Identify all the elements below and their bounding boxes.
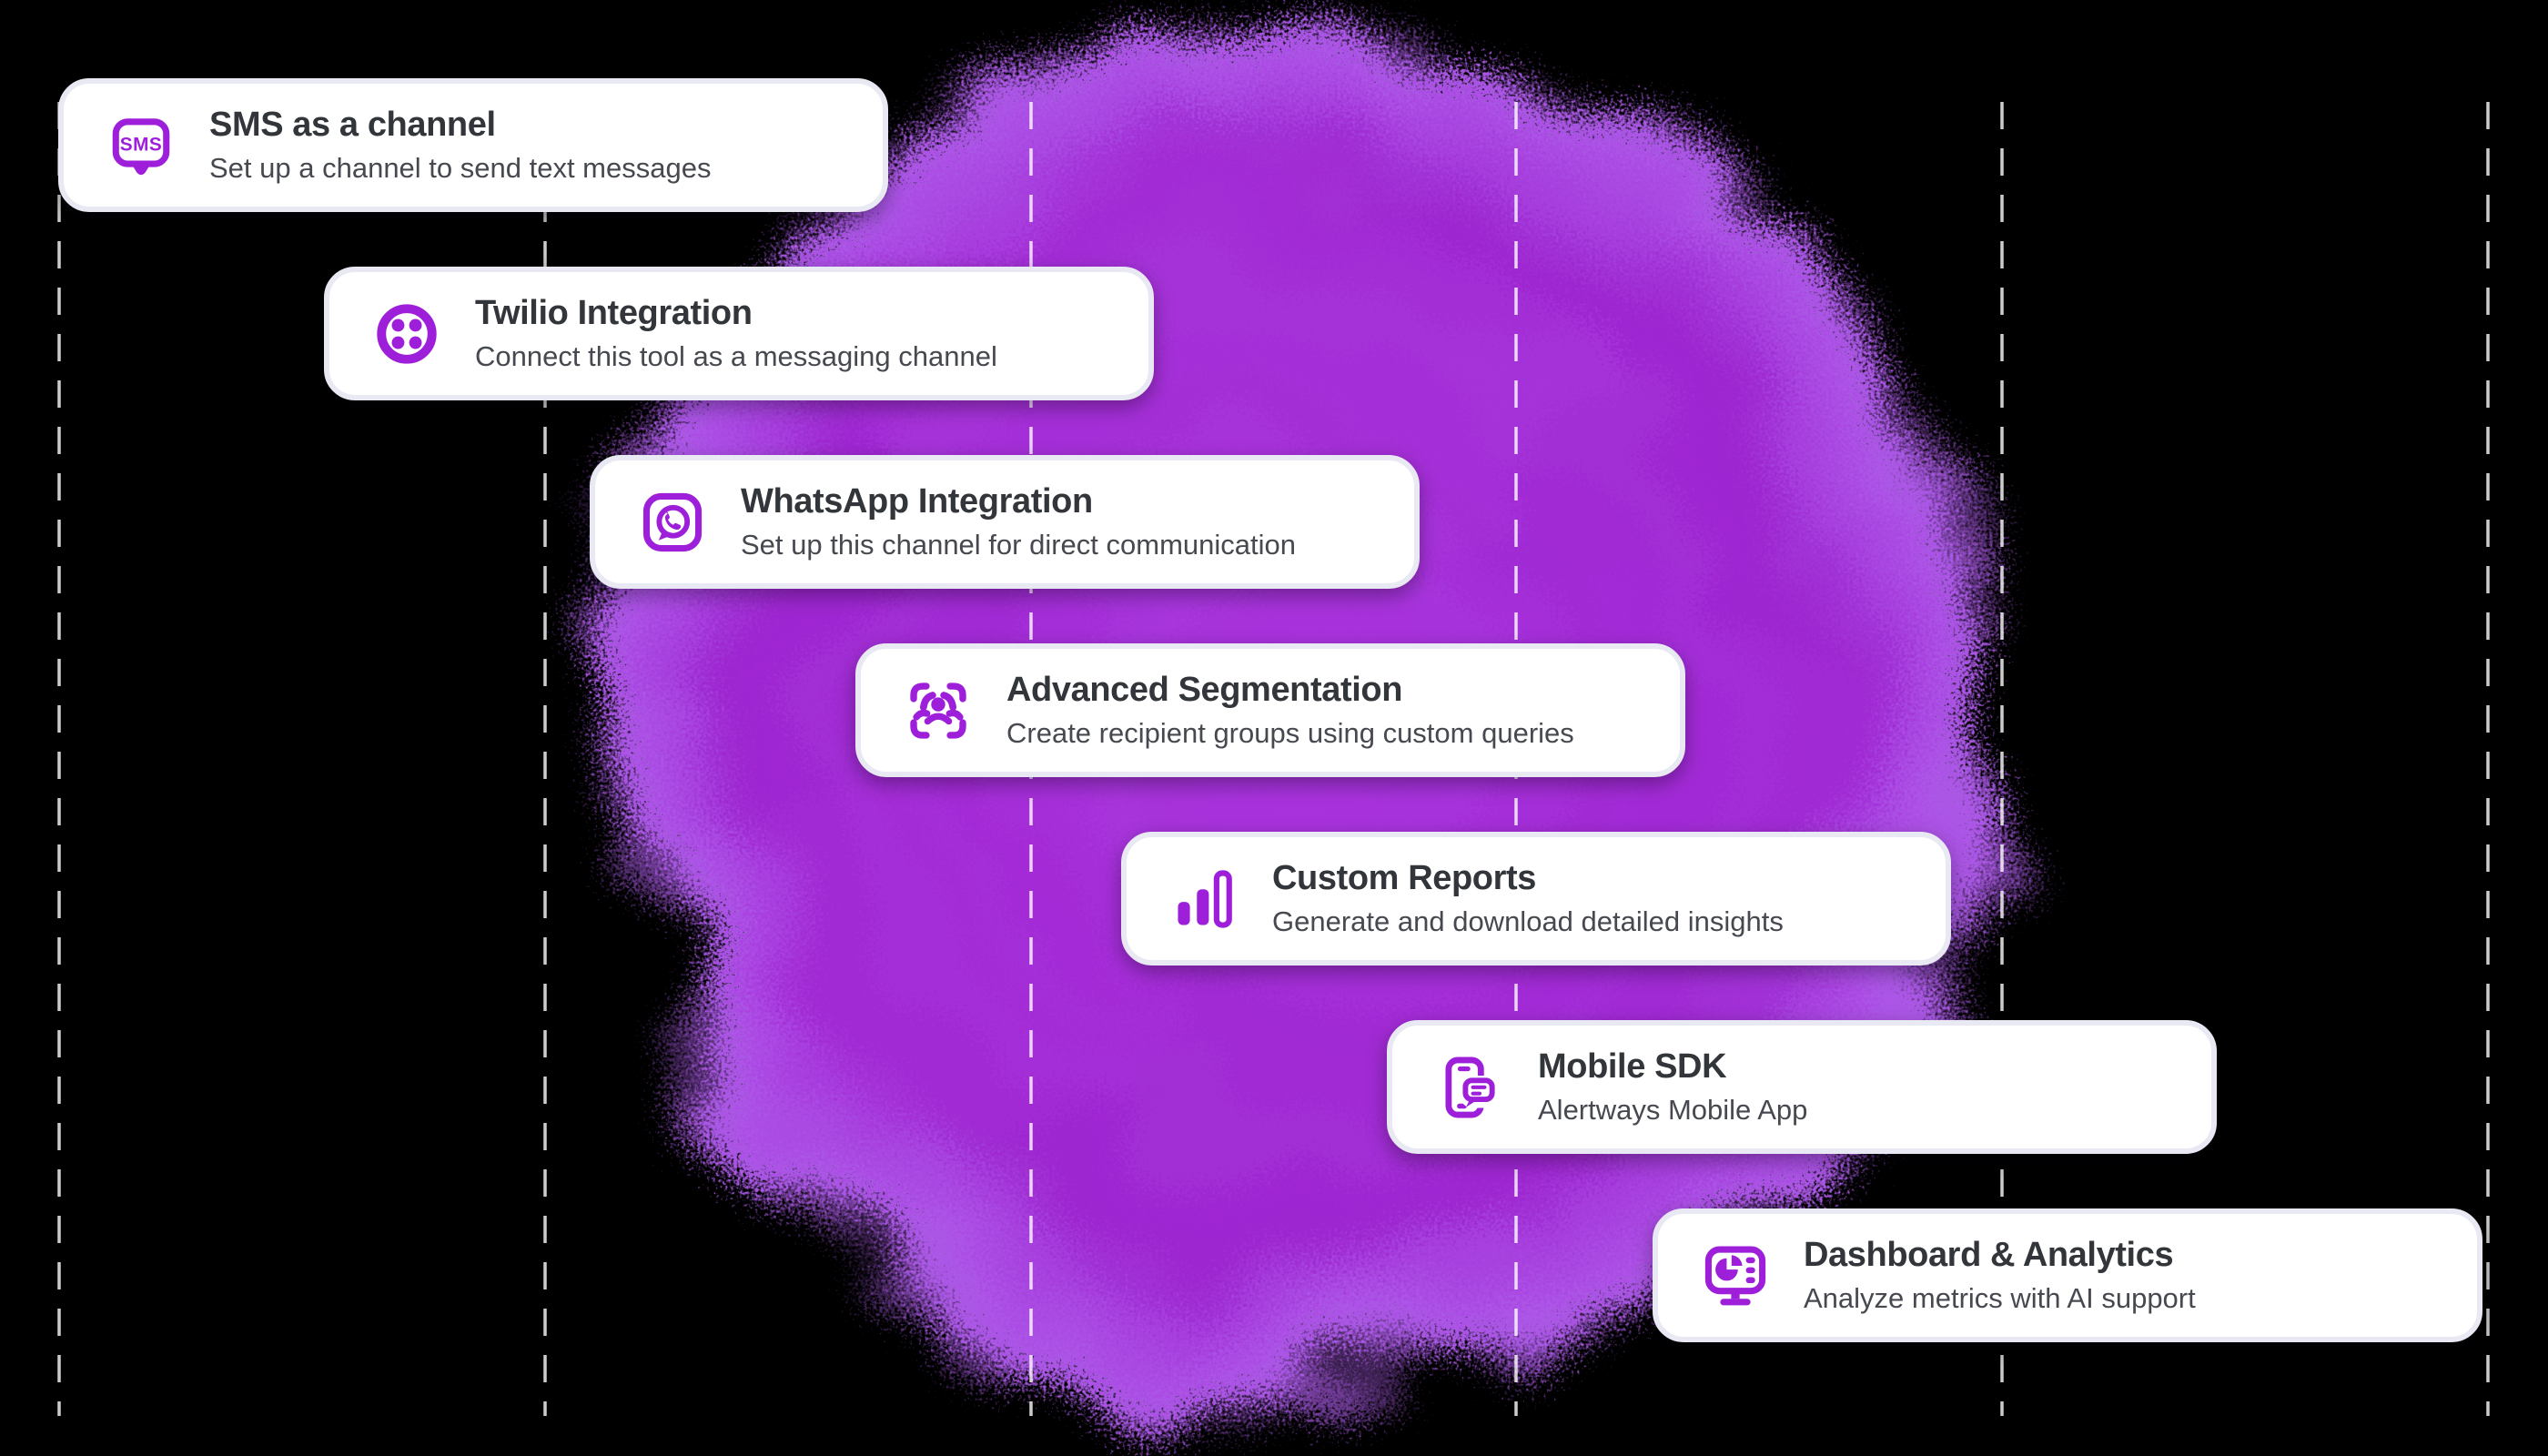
feature-title: Custom Reports xyxy=(1272,859,1536,898)
feature-title: Twilio Integration xyxy=(475,294,753,333)
dashboard-icon xyxy=(1702,1242,1769,1309)
feature-subtitle: Create recipient groups using custom que… xyxy=(1006,716,1574,749)
whatsapp-icon xyxy=(639,489,706,556)
feature-title: WhatsApp Integration xyxy=(741,482,1093,521)
feature-card: Custom Reports Generate and download det… xyxy=(1121,832,1951,966)
feature-card: SMS SMS as a channel Set up a channel to… xyxy=(58,78,888,212)
twilio-icon xyxy=(373,300,440,368)
feature-card: Twilio Integration Connect this tool as … xyxy=(324,267,1154,400)
feature-title: Mobile SDK xyxy=(1538,1047,1727,1087)
mobile-sdk-icon xyxy=(1436,1054,1503,1121)
feature-card: Dashboard & Analytics Analyze metrics wi… xyxy=(1653,1208,2482,1342)
feature-title: Advanced Segmentation xyxy=(1006,671,1403,710)
feature-subtitle: Set up this channel for direct communica… xyxy=(741,528,1296,561)
sms-bubble-icon: SMS xyxy=(107,112,175,179)
feature-card: Mobile SDK Alertways Mobile App xyxy=(1387,1020,2217,1154)
bar-chart-icon xyxy=(1170,865,1238,933)
segmentation-icon xyxy=(905,677,972,744)
feature-subtitle: Analyze metrics with AI support xyxy=(1804,1281,2196,1314)
feature-subtitle: Connect this tool as a messaging channel xyxy=(475,339,997,372)
feature-subtitle: Generate and download detailed insights xyxy=(1272,905,1784,937)
feature-card: WhatsApp Integration Set up this channel… xyxy=(590,455,1420,589)
sms-icon-label: SMS xyxy=(120,134,162,155)
feature-subtitle: Alertways Mobile App xyxy=(1538,1093,1808,1126)
feature-card: Advanced Segmentation Create recipient g… xyxy=(855,643,1685,777)
feature-subtitle: Set up a channel to send text messages xyxy=(209,151,712,184)
feature-title: SMS as a channel xyxy=(209,106,496,145)
feature-title: Dashboard & Analytics xyxy=(1804,1236,2174,1275)
